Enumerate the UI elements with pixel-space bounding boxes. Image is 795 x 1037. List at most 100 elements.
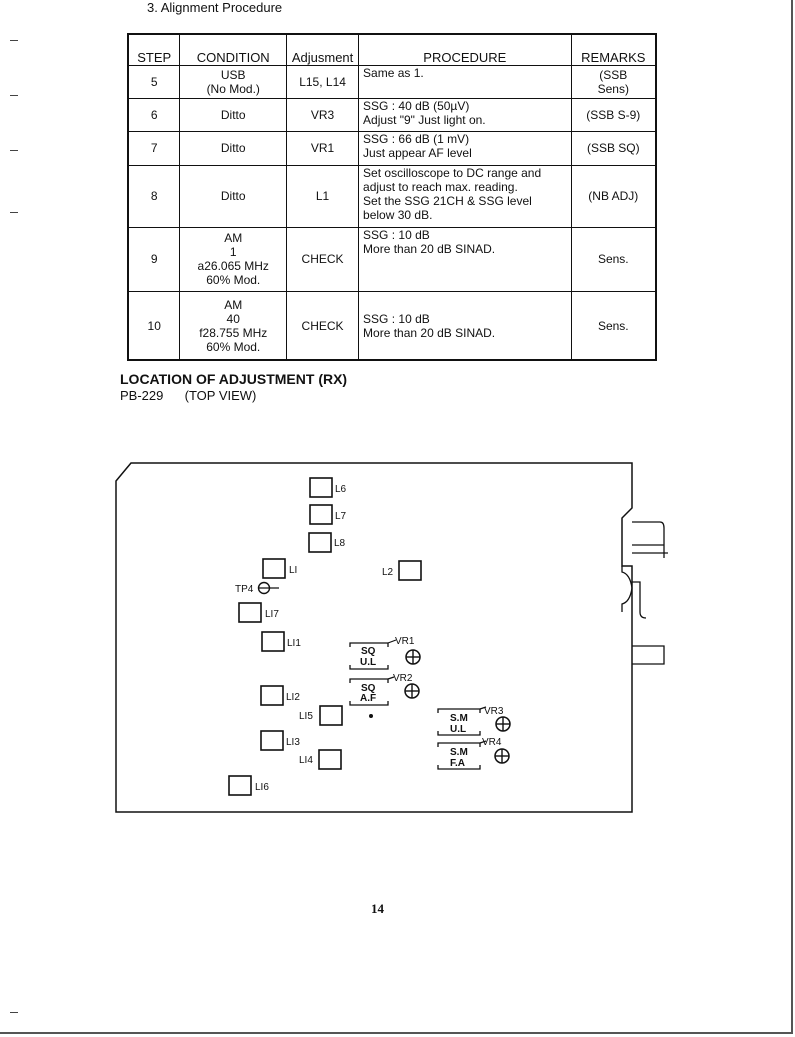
cell-step: 9 [127, 226, 181, 293]
label-l2: L2 [382, 567, 394, 578]
remarks-line: (SSB S-9) [586, 108, 641, 123]
label-ul: U.L [360, 657, 376, 668]
procedure-line: Adjust "9" Just light on. [363, 113, 486, 128]
connector-mid [621, 566, 665, 665]
condition-line: AM [224, 231, 243, 246]
cell-adjustment: L15, L14 [286, 64, 360, 100]
coil-l2: L2 [382, 560, 422, 581]
cell-adjustment: CHECK [286, 291, 360, 361]
test-point-tp4: TP4 [235, 581, 279, 595]
coil-l14: LI4 [299, 749, 342, 770]
cell-step: 5 [127, 64, 181, 100]
label-l6: L6 [335, 484, 347, 495]
cell-procedure: SSG : 66 dB (1 mV) Just appear AF level [358, 131, 572, 166]
condition-line: Ditto [220, 108, 246, 123]
cell-adjustment: VR3 [286, 98, 360, 133]
cell-procedure: SSG : 40 dB (50µV) Adjust "9" Just light… [358, 98, 572, 133]
label-l11: LI1 [287, 638, 301, 649]
cell-procedure: Set oscilloscope to DC range and adjust … [358, 164, 572, 228]
coil-l12: LI2 [260, 685, 300, 706]
cell-remarks: (NB ADJ) [570, 164, 657, 228]
label-l14: LI4 [299, 755, 313, 766]
condition-line: USB [220, 68, 246, 83]
cell-remarks: (SSB SQ) [570, 131, 657, 166]
remarks-line: Sens. [597, 252, 629, 267]
condition-line: f28.755 MHz [199, 325, 268, 340]
remarks-line: (SSB [599, 68, 628, 83]
solder-dot [369, 714, 373, 718]
procedure-line: Same as 1. [363, 66, 424, 80]
remarks-line: (SSB SQ) [586, 141, 640, 156]
procedure-line: SSG : 10 dB [363, 227, 430, 242]
label-vr3: VR3 [484, 706, 504, 717]
board-outline [115, 462, 633, 813]
board-id: PB-229 [120, 388, 164, 403]
cell-condition: Ditto [179, 164, 288, 228]
label-sq: SQ [361, 646, 376, 657]
table-row: 9 AM 1 a26.065 MHz 60% Mod. CHECK SSG : … [127, 226, 657, 293]
col-step: STEP [127, 33, 181, 66]
remarks-line: Sens. [597, 318, 629, 333]
procedure-line: below 30 dB. [363, 207, 433, 222]
label-l17: LI7 [265, 609, 279, 620]
cell-condition: Ditto [179, 98, 288, 133]
cell-procedure: SSG : 10 dB More than 20 dB SINAD. [358, 226, 572, 293]
board-view: (TOP VIEW) [184, 388, 257, 403]
procedure-line: SSG : 10 dB [363, 311, 430, 326]
label-af: A.F [360, 693, 376, 704]
cell-adjustment: VR1 [286, 131, 360, 166]
cell-condition: AM 40 f28.755 MHz 60% Mod. [179, 291, 288, 361]
label-l12: LI2 [286, 692, 300, 703]
sm-ul-block: S.M U.L [437, 706, 487, 736]
table-row: 8 Ditto L1 Set oscilloscope to DC range … [127, 164, 657, 228]
trimmer-vr2: VR2 [393, 673, 420, 699]
remarks-line: Sens) [597, 82, 629, 97]
label-l7: L7 [335, 511, 347, 522]
label-l1: LI [289, 565, 297, 576]
condition-line: 40 [226, 311, 240, 326]
condition-line: Ditto [220, 141, 246, 156]
coil-l11: LI1 [261, 631, 301, 652]
procedure-line: Set oscilloscope to DC range and [363, 165, 542, 180]
condition-line: AM [224, 297, 243, 312]
trimmer-vr1: VR1 [395, 636, 421, 665]
label-vr1: VR1 [395, 636, 415, 647]
table-row: 7 Ditto VR1 SSG : 66 dB (1 mV) Just appe… [127, 131, 657, 166]
connector-top [632, 521, 668, 558]
label-l13: LI3 [286, 737, 300, 748]
label-tp4: TP4 [235, 584, 254, 595]
cell-step: 6 [127, 98, 181, 133]
cell-remarks: (SSB S-9) [570, 98, 657, 133]
procedure-line: Set the SSG 21CH & SSG level [363, 193, 532, 208]
cell-adjustment: L1 [286, 164, 360, 228]
location-title: LOCATION OF ADJUSTMENT (RX) [120, 371, 348, 387]
cell-condition: Ditto [179, 131, 288, 166]
table-row: 5 USB (No Mod.) L15, L14 Same as 1. (SSB… [127, 64, 657, 100]
cell-condition: AM 1 a26.065 MHz 60% Mod. [179, 226, 288, 293]
coil-l7: L7 [309, 504, 347, 525]
coil-l15: LI5 [299, 705, 343, 726]
cell-procedure: SSG : 10 dB More than 20 dB SINAD. [358, 291, 572, 361]
procedure-line: adjust to reach max. reading. [363, 179, 518, 194]
procedure-line: More than 20 dB SINAD. [363, 325, 496, 340]
procedure-line: SSG : 40 dB (50µV) [363, 99, 470, 114]
label-sq-2: SQ [361, 683, 376, 694]
table-row: 10 AM 40 f28.755 MHz 60% Mod. CHECK SSG … [127, 291, 657, 361]
coil-l8: L8 [308, 532, 346, 553]
coil-l13: LI3 [260, 730, 300, 751]
trimmer-vr4: VR4 [482, 737, 510, 764]
coil-l17: LI7 [238, 602, 279, 623]
col-condition: CONDITION [179, 33, 288, 66]
alignment-table: STEP CONDITION Adjusment PROCEDURE REMAR… [127, 33, 657, 361]
cell-adjustment: CHECK [286, 226, 360, 293]
table-header-row: STEP CONDITION Adjusment PROCEDURE REMAR… [127, 33, 657, 66]
condition-line: a26.065 MHz [197, 259, 269, 274]
label-sm: S.M [450, 713, 468, 724]
condition-line: (No Mod.) [206, 82, 260, 97]
sm-fa-block: S.M F.A [437, 740, 487, 770]
condition-line: 60% Mod. [206, 273, 261, 288]
label-l15: LI5 [299, 711, 313, 722]
board-caption: PB-229 (TOP VIEW) [120, 388, 256, 403]
